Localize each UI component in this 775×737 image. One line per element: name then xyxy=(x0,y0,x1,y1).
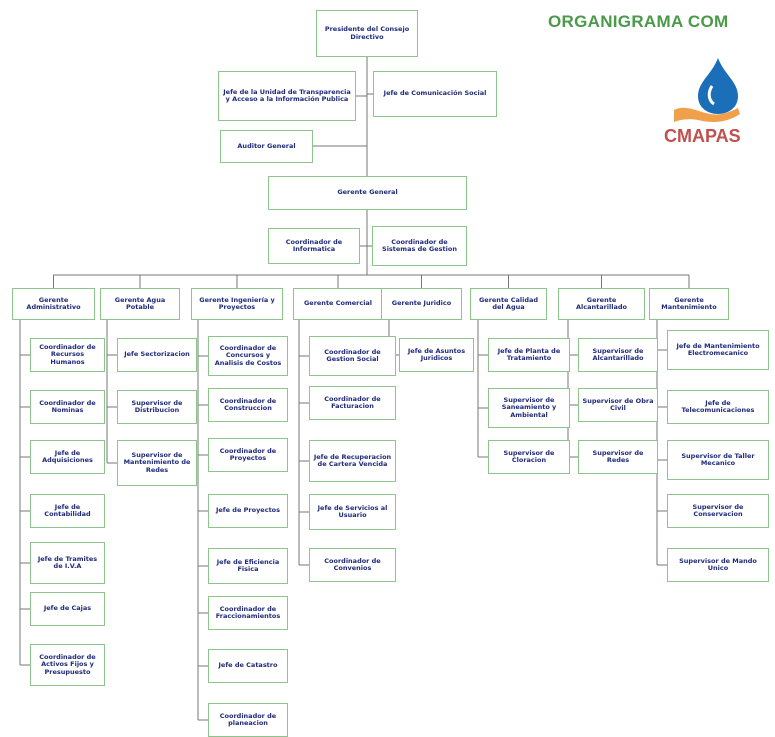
org-box-position: Jefe Sectorizacion xyxy=(117,338,197,372)
org-box-position: Supervisor de Taller Mecanico xyxy=(667,440,769,480)
org-box-department: Gerente Agua Potable xyxy=(100,288,180,320)
org-box-department: Gerente Administrativo xyxy=(12,288,95,320)
org-box-position: Coordinador de Construccion xyxy=(208,388,288,422)
org-box-position: Jefe de Telecomunicaciones xyxy=(667,390,769,424)
org-box-position: Supervisor de Saneamiento y Ambiental xyxy=(488,388,570,428)
org-box-position: Jefe de Proyectos xyxy=(208,494,288,528)
org-box-position: Coordinador de Convenios xyxy=(309,548,396,582)
org-box-coord-informatica: Coordinador de Informatica xyxy=(268,228,360,264)
org-box-position: Supervisor de Obra Civil xyxy=(578,388,658,422)
org-box-position: Coordinador de Gestion Social xyxy=(309,336,396,376)
org-box-auditor: Auditor General xyxy=(220,130,313,163)
org-box-position: Jefe de Tramites de I.V.A xyxy=(30,542,105,584)
logo-text: CMAPAS xyxy=(664,126,741,146)
org-box-presidente: Presidente del Consejo Directivo xyxy=(316,10,418,57)
org-box-position: Jefe de Planta de Tratamiento xyxy=(488,338,570,372)
org-box-jefe-transparencia: Jefe de la Unidad de Transparencia y Acc… xyxy=(218,71,356,121)
org-box-position: Jefe de Eficiencia Fisica xyxy=(208,548,288,584)
org-box-position: Coordinador de Nominas xyxy=(30,390,105,424)
org-box-position: Jefe de Asuntos Juridicos xyxy=(399,338,474,372)
org-box-coord-sistemas: Coordinador de Sistemas de Gestion xyxy=(372,226,467,266)
org-box-gerente-general: Gerente General xyxy=(268,176,467,210)
org-box-position: Coordinador de Concursos y Analisis de C… xyxy=(208,336,288,376)
org-box-position: Jefe de Servicios al Usuario xyxy=(309,494,396,530)
org-box-department: Gerente Alcantarillado xyxy=(558,288,645,320)
org-box-position: Coordinador de Fraccionamientos xyxy=(208,596,288,630)
org-box-department: Gerente Juridico xyxy=(381,288,462,320)
org-box-position: Jefe de Contabilidad xyxy=(30,494,105,528)
org-box-position: Supervisor de Distribucion xyxy=(117,390,197,424)
org-box-jefe-comunicacion: Jefe de Comunicación Social xyxy=(373,71,497,117)
org-box-position: Jefe de Cajas xyxy=(30,592,105,626)
org-box-position: Supervisor de Cloracion xyxy=(488,440,570,474)
org-box-position: Supervisor de Mando Unico xyxy=(667,548,769,582)
water-drop-hand-logo-icon xyxy=(674,58,740,122)
org-box-position: Coordinador de planeacion xyxy=(208,703,288,737)
org-box-position: Supervisor de Mantenimiento de Redes xyxy=(117,440,197,486)
org-box-position: Coordinador de Activos Fijos y Presupues… xyxy=(30,644,105,686)
org-box-position: Jefe de Mantenimiento Electromecanico xyxy=(667,330,769,370)
org-box-position: Jefe de Adquisiciones xyxy=(30,440,105,474)
org-box-department: Gerente Comercial xyxy=(293,288,383,320)
org-box-position: Supervisor de Conservacion xyxy=(667,494,769,528)
org-box-position: Jefe de Catastro xyxy=(208,649,288,683)
page-title: ORGANIGRAMA COM xyxy=(548,12,729,31)
org-box-position: Coordinador de Facturacion xyxy=(309,386,396,420)
org-box-department: Gerente Mantenimiento xyxy=(649,288,729,320)
org-box-position: Supervisor de Redes xyxy=(578,440,658,474)
org-box-position: Jefe de Recuperacion de Cartera Vencida xyxy=(309,440,396,482)
org-box-department: Gerente Calidad del Agua xyxy=(470,288,547,320)
org-box-position: Coordinador de Proyectos xyxy=(208,438,288,472)
org-box-department: Gerente Ingeniería y Proyectos xyxy=(191,288,283,320)
org-box-position: Supervisor de Alcantarillado xyxy=(578,338,658,372)
org-box-position: Coordinador de Recursos Humanos xyxy=(30,338,105,372)
